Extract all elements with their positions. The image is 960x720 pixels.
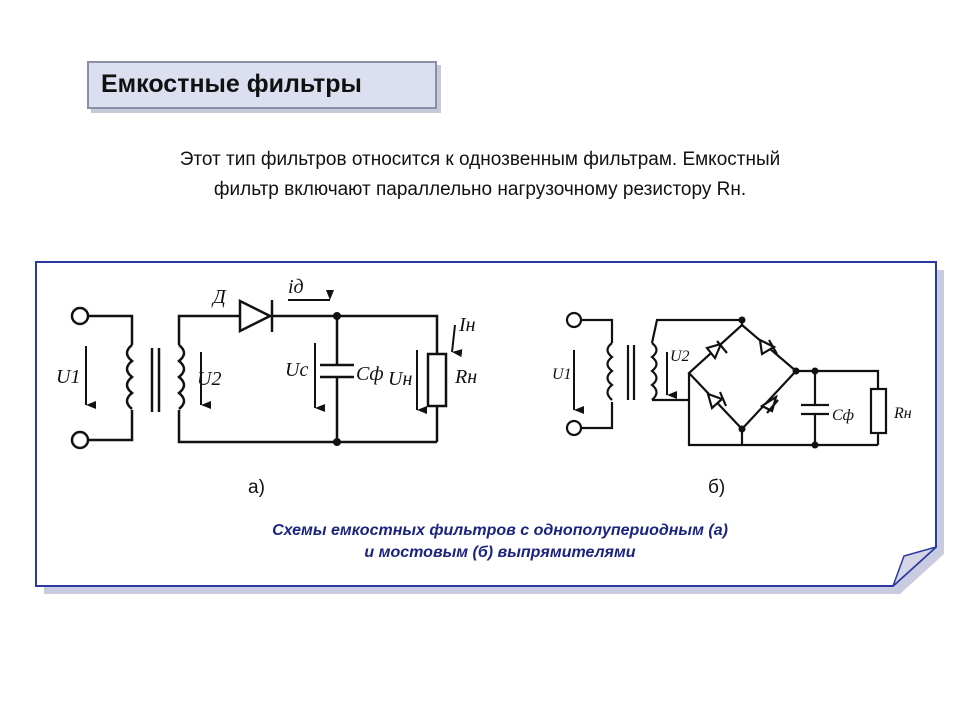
wire-secondary-top-a (177, 314, 240, 345)
bridge-diode-3-b (706, 391, 728, 410)
bridge-diode-4-b (759, 394, 779, 414)
primary-coil-a (125, 344, 134, 410)
label-u1-a: U1 (56, 366, 80, 388)
wire-bottom-rail-b (652, 398, 878, 447)
intro-text: Этот тип фильтров относится к однозвенны… (40, 145, 920, 205)
label-un-a: Uн (388, 368, 412, 390)
wire-bottom-rail-a (177, 410, 437, 444)
wire-primary-top-b (581, 318, 614, 343)
secondary-coil-a (177, 344, 186, 410)
label-rn-b: Rн (893, 405, 912, 422)
primary-coil-b (606, 342, 614, 401)
intro-line-1: Этот тип фильтров относится к однозвенны… (179, 149, 781, 170)
label-u2-b: U2 (670, 348, 690, 365)
bridge-diode-1-b (705, 340, 728, 361)
resistor-b (869, 387, 888, 435)
circuit-b-junctions (738, 316, 819, 449)
caption-line-2: и мостовым (б) выпрямителями (364, 544, 636, 561)
wire-primary-top-a (88, 314, 134, 345)
label-d-a: Д (211, 286, 227, 308)
page-curl (892, 546, 937, 587)
figure-caption: Схемы емкостных фильтров с однополуперио… (140, 520, 860, 564)
terminal-bottom-a (70, 430, 90, 450)
label-uc-a: Uс (285, 359, 308, 381)
label-cf-a: Cф (356, 363, 384, 385)
wire-primary-bottom-b (581, 402, 614, 430)
terminal-bottom-b (565, 419, 583, 437)
title-box: Емкостные фильтры (87, 61, 437, 109)
intro-line-2: фильтр включают параллельно нагрузочному… (213, 179, 747, 200)
wire-primary-bottom-a (88, 410, 134, 442)
circuit-a-labels: U1 U2 Д iд Iн Uс Cф Uн Rн (56, 276, 477, 390)
label-rn-a: Rн (454, 366, 477, 388)
circuit-b-labels: U1 U2 Cф Rн (552, 348, 912, 424)
bridge-diode-2-b (758, 338, 778, 356)
terminal-top-b (565, 311, 583, 329)
label-in-a: Iн (458, 314, 476, 336)
wire-top-rail-b (796, 369, 880, 389)
circuit-b-arrows (573, 350, 677, 414)
label-u1-b: U1 (552, 366, 572, 383)
slide-title: Емкостные фильтры (101, 70, 362, 98)
circuit-a (70, 298, 448, 450)
secondary-coil-b (650, 342, 658, 401)
label-u2-a: U2 (197, 368, 221, 390)
wire-top-rail-a (272, 314, 439, 354)
resistor-a (426, 352, 448, 408)
subfigure-label-b: б) (708, 477, 726, 498)
circuit-b (565, 311, 888, 447)
subfigure-label-a: а) (248, 477, 265, 498)
terminal-top-a (70, 306, 90, 326)
circuit-a-arrows (85, 290, 463, 414)
label-id-a: iд (288, 276, 304, 298)
circuit-a-junctions (333, 312, 341, 446)
caption-line-1: Схемы емкостных фильтров с однополуперио… (272, 522, 728, 539)
label-cf-b: Cф (832, 407, 854, 424)
diode-a (238, 298, 273, 334)
